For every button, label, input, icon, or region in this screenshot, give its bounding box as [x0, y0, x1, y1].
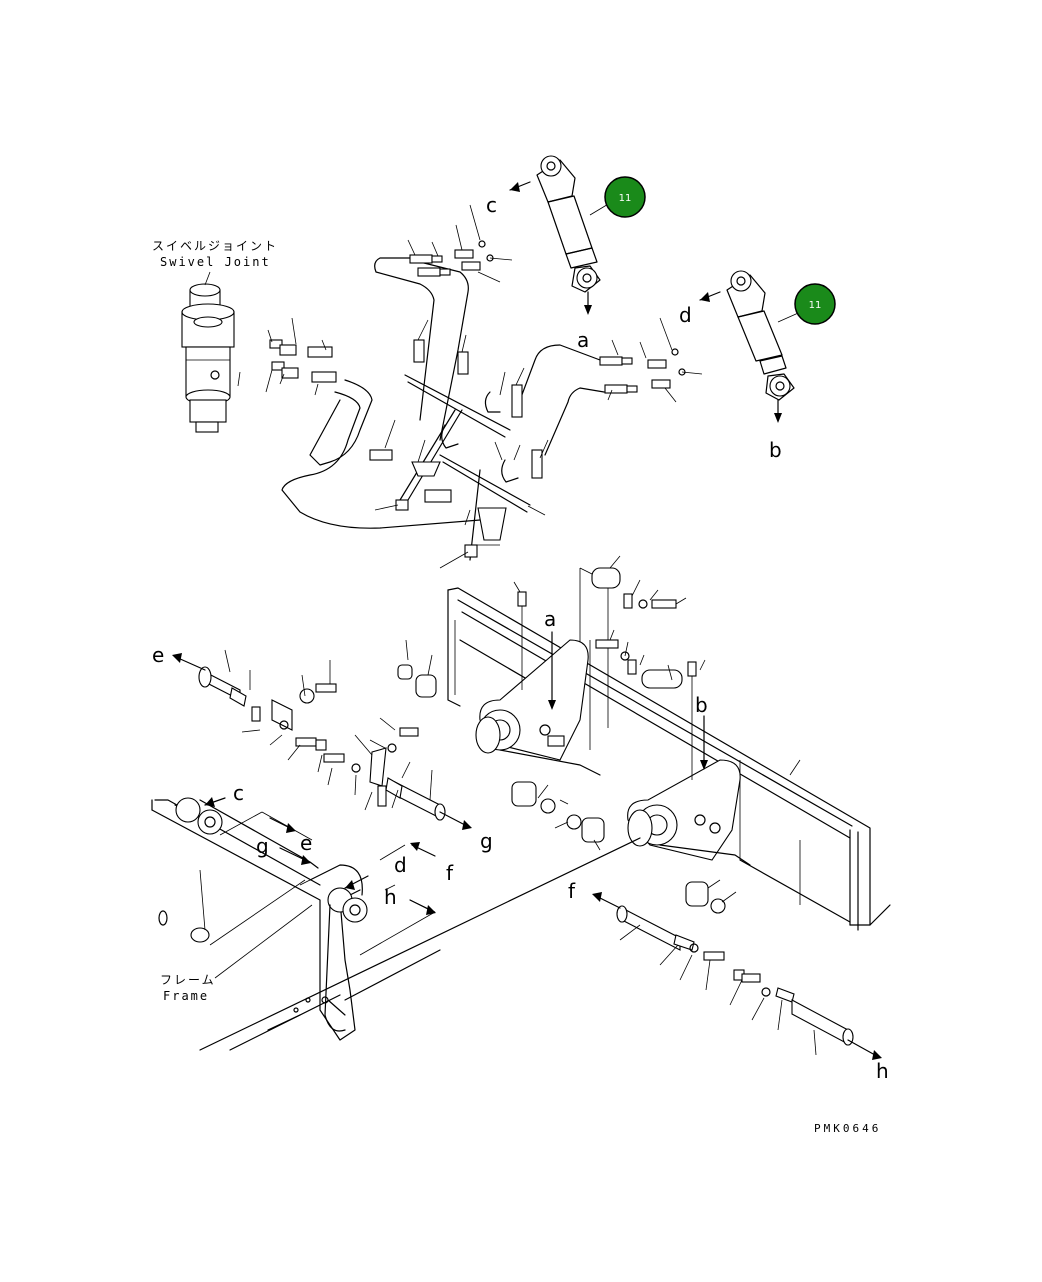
callout-a-top: a [577, 328, 589, 352]
callout-g-right: g [480, 829, 493, 853]
callout-h-frame: h [384, 885, 397, 909]
blade-assembly [397, 555, 891, 931]
callout-f-frame: f [446, 861, 454, 885]
frame [151, 797, 641, 1051]
callout-c-frame: c [233, 781, 244, 805]
callout-h-right: h [876, 1059, 889, 1083]
frame-label-jp: フレーム [160, 973, 216, 987]
callout-b-blade: b [695, 693, 708, 717]
callout-d-top: d [679, 303, 692, 327]
callout-c-top: c [486, 193, 497, 217]
callout-f-right: f [568, 879, 576, 903]
hydraulic-piping [181, 155, 806, 569]
pin-group-f-h [592, 892, 882, 1060]
pin-group-e-g [172, 649, 472, 830]
cylinder-left [536, 155, 616, 315]
hose-fittings [269, 240, 686, 558]
svg-text:11: 11 [809, 300, 822, 311]
leader-lines-top [204, 204, 703, 569]
swivel-joint [181, 283, 235, 433]
badge-cylinder-right[interactable]: 11 [794, 283, 836, 325]
callout-e-frame: e [300, 831, 312, 855]
svg-text:11: 11 [619, 193, 632, 204]
callout-g-frame: g [256, 834, 269, 858]
cylinder-right [726, 270, 806, 423]
swivel-joint-label-jp: スイベルジョイント [152, 239, 278, 253]
callout-b-top: b [769, 438, 782, 462]
drawing-code: PMK0646 [814, 1122, 881, 1135]
callout-d-frame: d [394, 853, 407, 877]
callout-e-left: e [152, 643, 164, 667]
badge-cylinder-left[interactable]: 11 [604, 176, 646, 218]
swivel-joint-label-en: Swivel Joint [160, 255, 271, 269]
callout-a-blade: a [544, 607, 556, 631]
frame-label-en: Frame [163, 989, 209, 1003]
